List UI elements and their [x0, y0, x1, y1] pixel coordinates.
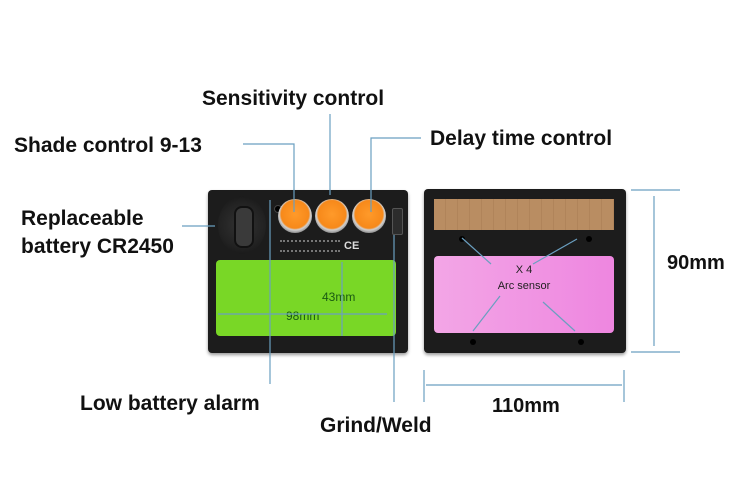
arc-sensor-1 [459, 236, 465, 242]
grind-weld-switch[interactable] [392, 208, 403, 235]
width-dimension: 110mm [492, 395, 560, 417]
auto-darkening-lens: 43mm 98mm [216, 260, 396, 336]
arc-sensor-3 [470, 339, 476, 345]
arc-sensor-4 [578, 339, 584, 345]
sensor-arrow-2 [532, 238, 578, 265]
front-panel: CE 43mm 98mm [208, 190, 408, 353]
delay-leader [370, 137, 421, 212]
delay-knob[interactable] [352, 199, 386, 233]
ce-mark: CE [344, 240, 360, 252]
viewing-width: 98mm [286, 309, 320, 323]
viewing-height: 43mm [322, 290, 356, 304]
sensor-arrow-3 [472, 295, 501, 332]
battery-cover [218, 196, 266, 254]
height-dimension: 90mm [667, 252, 725, 274]
sensitivity-control-label: Sensitivity control [202, 87, 385, 110]
low-battery-alarm-label: Low battery alarm [80, 392, 260, 415]
sensitivity-knob[interactable] [315, 199, 349, 233]
delay-time-control-label: Delay time control [430, 127, 613, 150]
battery-label-line1: Replaceable [21, 207, 144, 230]
back-panel: X 4 Arc sensor [424, 189, 626, 353]
shade-knob[interactable] [278, 199, 312, 233]
sensor-arrow-4 [542, 301, 576, 332]
solar-cell [434, 199, 614, 230]
shade-leader [243, 143, 295, 212]
sensor-arrow-1 [461, 237, 492, 265]
arc-sensor-label: Arc sensor [497, 280, 551, 292]
shade-control-label: Shade control 9-13 [14, 134, 202, 157]
sensor-count: X 4 [515, 264, 533, 276]
grind-weld-label: Grind/Weld [320, 414, 432, 437]
filter-lens: X 4 Arc sensor [434, 256, 614, 333]
battery-cover-grip [234, 206, 254, 248]
spec-text [280, 240, 340, 252]
arc-sensor-2 [586, 236, 592, 242]
battery-label-line2: battery CR2450 [21, 235, 174, 258]
